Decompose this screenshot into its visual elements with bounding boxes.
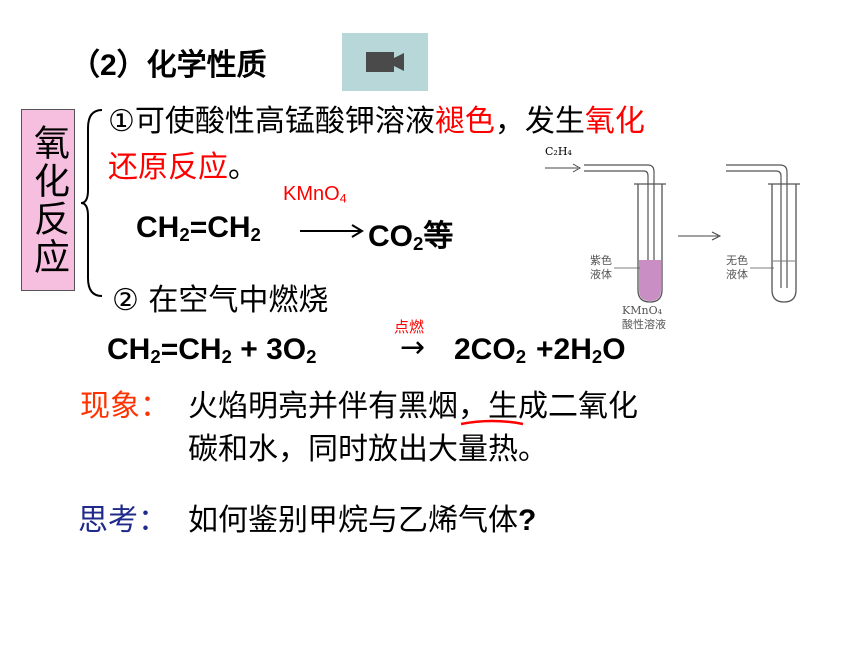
item1-text-mid: ，发生 [494, 104, 585, 139]
item1-highlight-decolor: 褪色 [434, 104, 495, 139]
reaction1-rhs: CO2等 [368, 220, 454, 255]
question-label: 思考： [78, 503, 168, 538]
gas-label: C₂H₄ [545, 145, 572, 158]
item1-period: 。 [228, 150, 258, 185]
purple-liquid-label-2: 液体 [590, 267, 612, 281]
reaction2-arrow: → [400, 330, 426, 365]
phenomenon-label: 现象： [80, 389, 170, 424]
reaction1-arrow [300, 224, 364, 238]
phenomenon-line2: 碳和水，同时放出大量热。 [188, 432, 548, 467]
apparatus-figure: C₂H₄ 紫色 液体 KMnO₄ 酸性溶液 无色 液体 [545, 145, 800, 331]
reagent-label: KMnO4 [283, 183, 347, 206]
kmno4-label: KMnO₄ [622, 304, 663, 317]
colorless-liquid-label-2: 液体 [726, 267, 748, 281]
video-camera-icon [366, 52, 404, 72]
side-label-text: 氧化反应 [28, 124, 69, 276]
item1-text: ①可使酸性高锰酸钾溶液 [108, 104, 435, 139]
item1-line2: 还原反应。 [108, 142, 258, 186]
item1-highlight-redox: 氧化 [584, 104, 645, 139]
black-smoke-underline [460, 419, 524, 426]
item1-line1: ①可使酸性高锰酸钾溶液褪色，发生氧化 [108, 96, 645, 140]
reaction2-lhs: CH2=CH2 + 3O2 [107, 333, 317, 368]
oxidation-reaction-label: 氧化反应 [21, 109, 75, 291]
section-heading: （2）化学性质 [70, 49, 267, 82]
reaction1-lhs: CH2=CH2 [136, 211, 261, 246]
reaction2-rhs: 2CO2+2H2O [454, 333, 626, 368]
grouping-brace [80, 109, 103, 297]
combustion-condition: 点燃 [394, 318, 425, 336]
purple-liquid-label-1: 紫色 [590, 253, 612, 267]
question-text: 如何鉴别甲烷与乙烯气体? [188, 503, 537, 538]
video-play-button[interactable] [342, 33, 428, 91]
phenomenon-line1: 火焰明亮并伴有黑烟，生成二氧化 [188, 389, 638, 424]
item2-text: ② 在空气中燃烧 [112, 283, 329, 318]
item1-highlight-redox-2: 还原反应 [108, 150, 228, 185]
colorless-liquid-label-1: 无色 [726, 253, 748, 267]
acidic-solution-caption: 酸性溶液 [622, 317, 666, 331]
